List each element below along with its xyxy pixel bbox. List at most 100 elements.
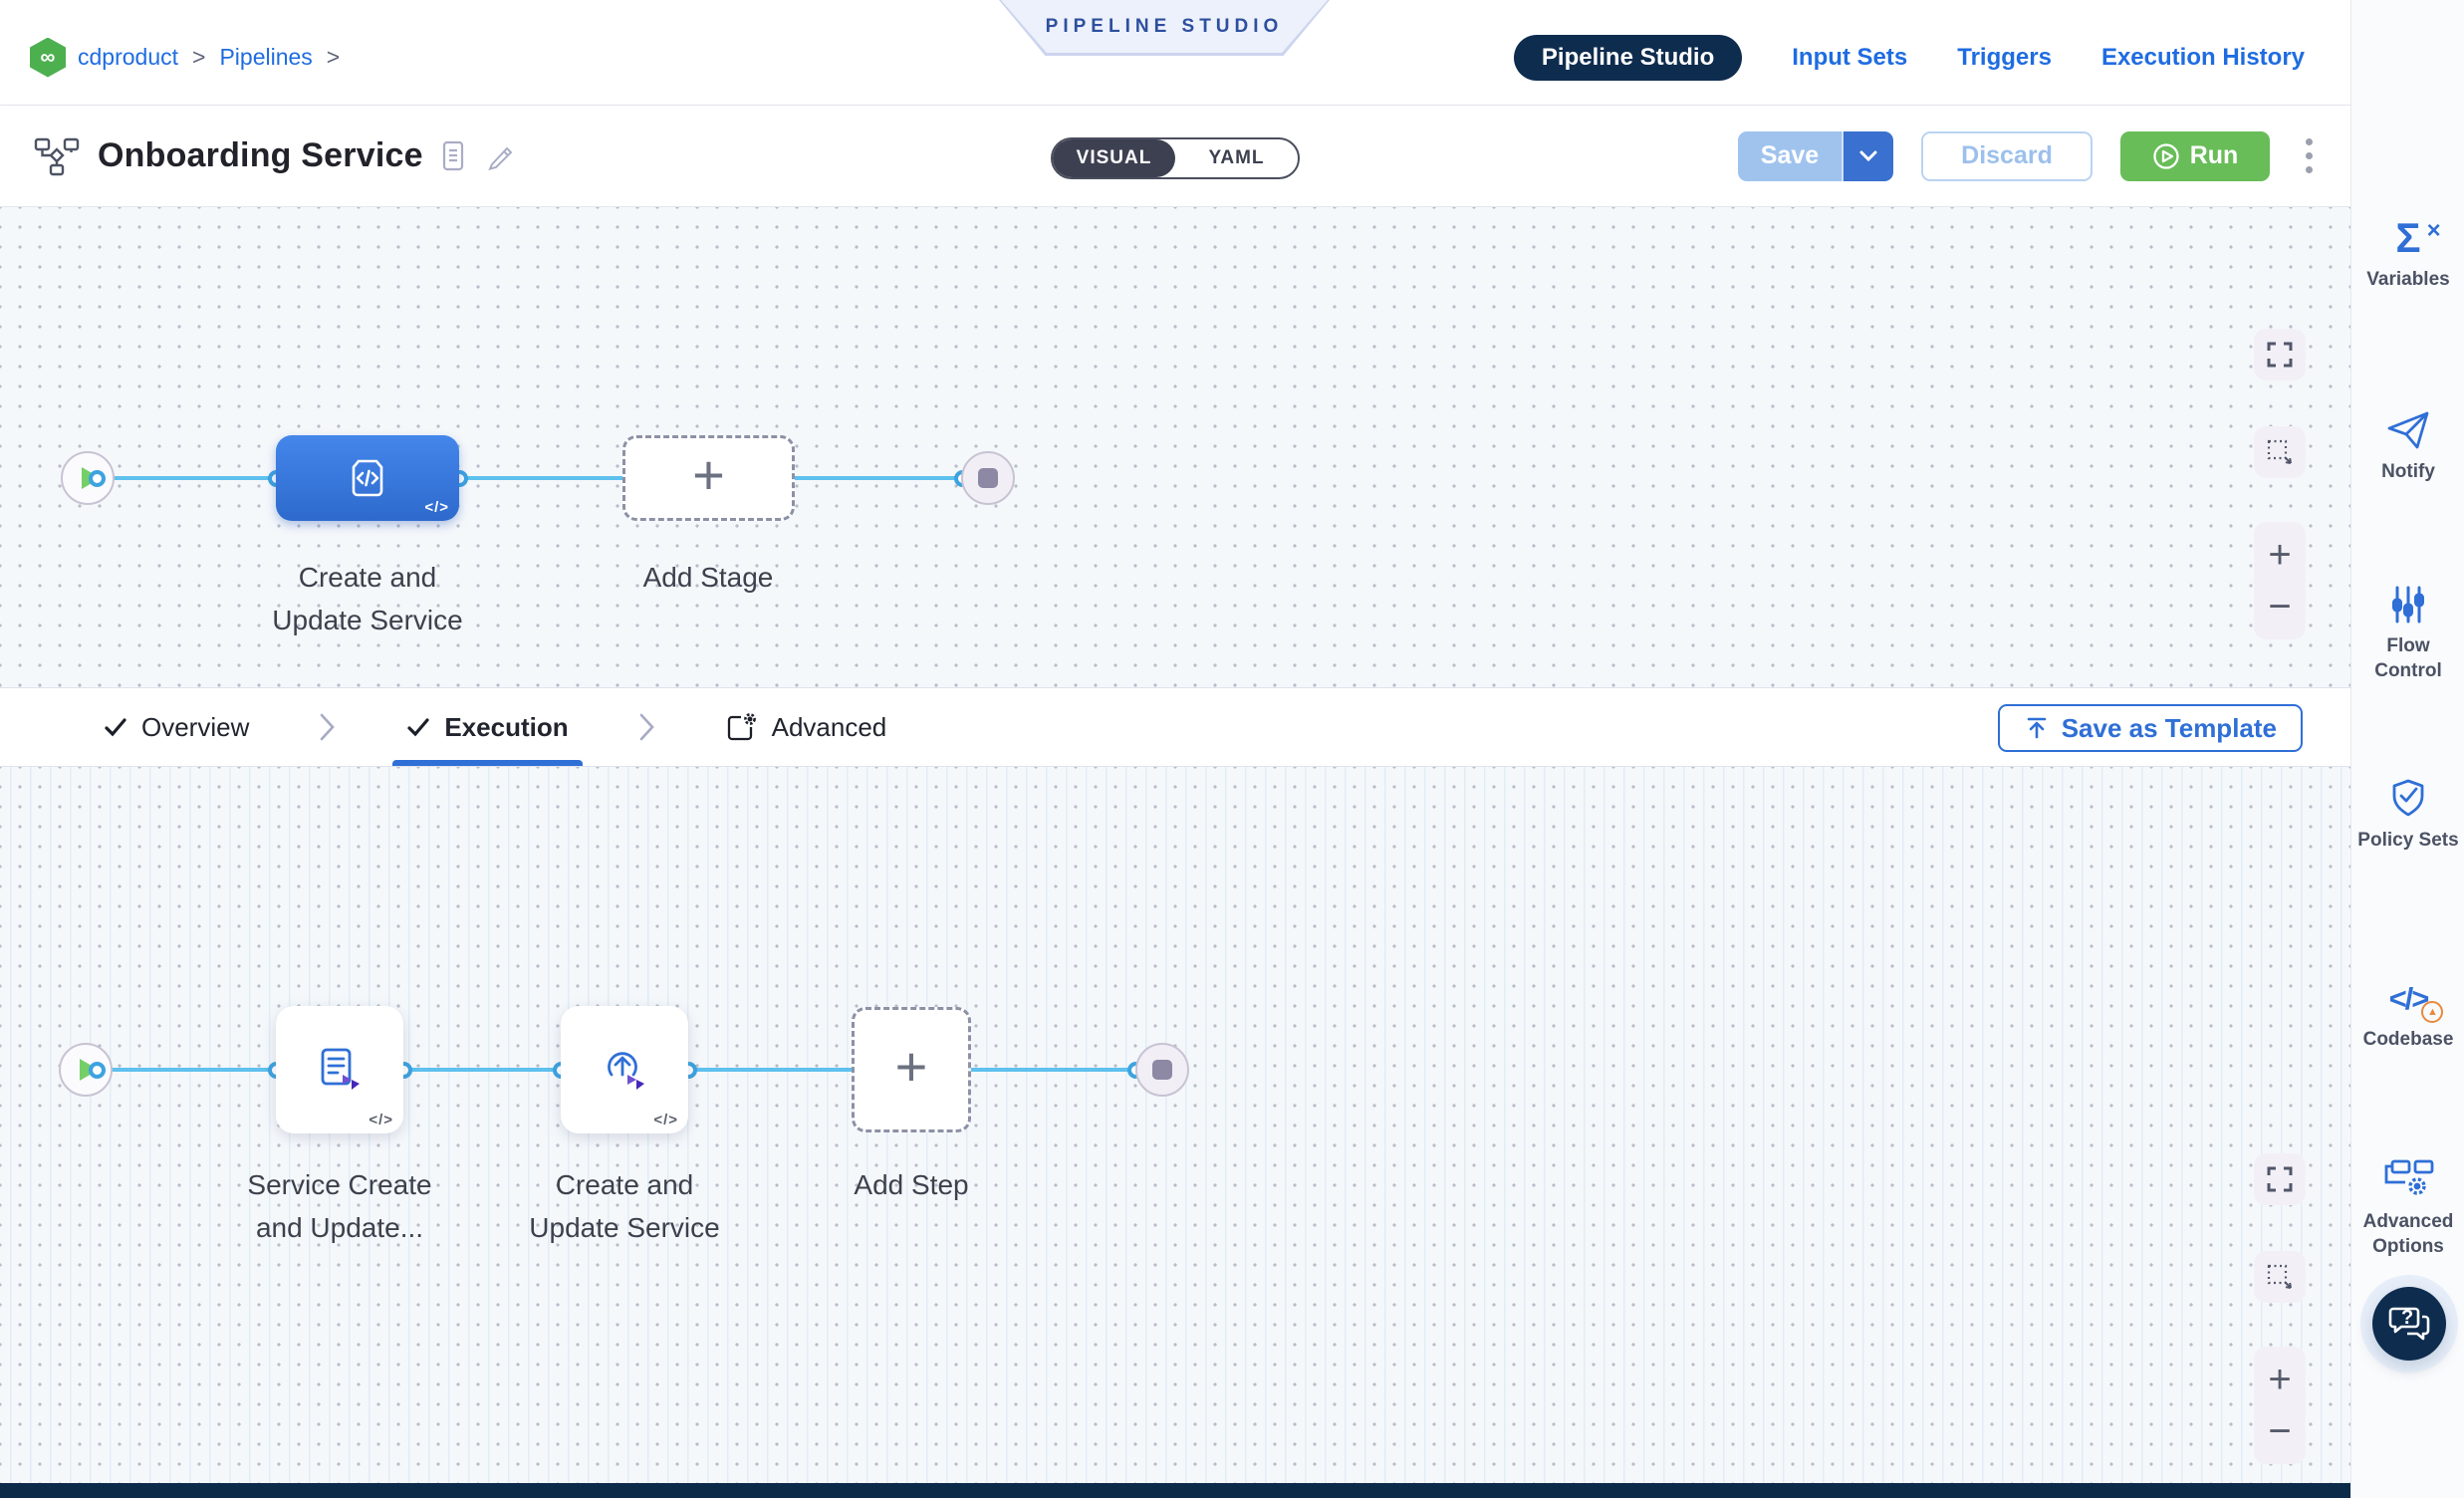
step-node-create-update-service[interactable]: </> [561, 1006, 688, 1133]
sidebar-item-codebase[interactable]: </> ▲ Codebase [2351, 971, 2464, 1052]
marquee-icon [2267, 439, 2292, 464]
step1-label: Service Create and Update... [247, 1169, 432, 1243]
breadcrumb-pipelines-link[interactable]: Pipelines [219, 44, 313, 70]
marquee-select-button[interactable] [2254, 426, 2306, 478]
breadcrumb-separator: > [326, 44, 341, 70]
codebase-warning-icon: ▲ [2421, 1001, 2444, 1023]
sidebar-item-variables[interactable]: Σ × Variables [2351, 211, 2464, 292]
title-group: Onboarding Service [34, 136, 517, 176]
play-circle-icon [2153, 142, 2179, 169]
infinity-glyph: ∞ [40, 45, 56, 69]
tab-chevron-icon [319, 712, 337, 742]
update-step-icon [608, 1052, 644, 1090]
tab-advanced[interactable]: Advanced [718, 688, 895, 766]
tab-execution-history[interactable]: Execution History [2100, 43, 2305, 71]
zoom-out-button[interactable]: − [2268, 585, 2292, 629]
execution-canvas: </> </> + Service Create a [0, 767, 2350, 1483]
pipeline-end-node [961, 451, 1015, 505]
stop-icon [978, 468, 998, 488]
step-code-badge: </> [653, 1112, 678, 1128]
execution-end-node [1135, 1043, 1189, 1097]
breadcrumb: ∞ cdproduct > Pipelines > [30, 37, 342, 78]
stage-node-create-update-service[interactable]: </> [276, 435, 459, 521]
fit-to-screen-button[interactable] [2254, 329, 2306, 380]
notify-paper-plane-icon [2351, 403, 2464, 451]
zoom-in-button[interactable]: + [2268, 532, 2292, 577]
fit-to-screen-button[interactable] [2254, 1153, 2306, 1205]
zoom-out-button[interactable]: − [2268, 1409, 2292, 1454]
pipeline-graph-icon [34, 136, 80, 176]
tab-triggers[interactable]: Triggers [1957, 43, 2052, 71]
zoom-controls: + − [2254, 522, 2306, 639]
edit-pencil-icon[interactable] [485, 140, 517, 172]
sidebar-item-policy-sets[interactable]: Policy Sets [2351, 772, 2464, 853]
tab-pipeline-studio[interactable]: Pipeline Studio [1513, 34, 1743, 81]
flow-control-sliders-icon [2351, 578, 2464, 625]
tab-input-sets[interactable]: Input Sets [1792, 43, 1908, 71]
right-sidebar: Σ × Variables Notify [2350, 0, 2464, 1498]
stage-canvas: </> + Create and Update Service Add Stag… [0, 207, 2350, 687]
advanced-options-icon [2351, 1153, 2464, 1201]
pipeline-header-row: Onboarding Service VISUAL YAML [0, 106, 2350, 207]
variables-sigma-icon: Σ × [2395, 214, 2441, 261]
save-as-template-button[interactable]: Save as Template [1997, 704, 2303, 752]
toggle-yaml[interactable]: YAML [1208, 147, 1265, 168]
page-title: Onboarding Service [98, 136, 423, 174]
header-actions: Save Discard Run [1738, 130, 2321, 181]
pipeline-studio-banner-label: PIPELINE STUDIO [1001, 0, 1328, 53]
pipeline-studio-banner: PIPELINE STUDIO [999, 0, 1330, 56]
run-button[interactable]: Run [2120, 130, 2270, 181]
step2-label: Create and Update Service [529, 1169, 720, 1243]
add-step-button[interactable]: + [852, 1007, 971, 1132]
connector-port [89, 1062, 106, 1079]
check-icon [105, 718, 126, 737]
policy-shield-check-icon [2351, 772, 2464, 820]
more-options-kebab[interactable] [2298, 132, 2321, 179]
upload-icon [2027, 717, 2046, 739]
save-options-caret[interactable] [1842, 130, 1893, 181]
fullscreen-icon [2267, 1166, 2293, 1192]
fullscreen-icon [2267, 342, 2293, 368]
chat-question-glyph: ? [2401, 1307, 2414, 1329]
marquee-select-button[interactable] [2254, 1251, 2306, 1303]
check-icon [407, 718, 429, 737]
cd-module-icon: ∞ [30, 37, 66, 78]
advanced-gear-square-icon [727, 713, 756, 741]
stage-code-badge: </> [424, 499, 449, 516]
description-doc-icon[interactable] [441, 140, 467, 172]
plus-icon: + [894, 1035, 928, 1098]
save-split-button: Save [1738, 130, 1893, 181]
add-step-label: Add Step [854, 1169, 969, 1200]
add-stage-label: Add Stage [642, 562, 774, 593]
visual-yaml-toggle: VISUAL YAML [1051, 137, 1300, 179]
sidebar-item-notify[interactable]: Notify [2351, 403, 2464, 484]
step-node-service-create-update[interactable]: </> [276, 1006, 403, 1133]
tab-execution[interactable]: Execution [392, 688, 583, 766]
sidebar-item-advanced-options[interactable]: Advanced Options [2351, 1153, 2464, 1259]
zoom-in-button[interactable]: + [2268, 1357, 2292, 1401]
stage-config-tabbar: Overview Execution [0, 687, 2350, 767]
connector-port [89, 470, 106, 487]
custom-stage-icon [352, 459, 383, 497]
run-label: Run [2189, 141, 2239, 169]
stage-connector-line [88, 476, 988, 480]
breadcrumb-separator: > [192, 44, 206, 70]
discard-button[interactable]: Discard [1921, 130, 2093, 181]
step-code-badge: </> [369, 1112, 393, 1128]
script-step-icon [321, 1048, 360, 1090]
stop-icon [1152, 1060, 1172, 1080]
pipeline-start-node [61, 451, 115, 505]
sidebar-item-flow-control[interactable]: Flow Control [2351, 578, 2464, 683]
top-navigation: Pipeline Studio Input Sets Triggers Exec… [1513, 34, 2321, 81]
tab-overview[interactable]: Overview [96, 688, 257, 766]
add-stage-button[interactable]: + [622, 435, 795, 521]
help-chat-button[interactable]: ? [2372, 1287, 2446, 1361]
chat-bubbles-icon [2388, 1307, 2430, 1341]
plus-icon: + [692, 443, 725, 506]
save-button[interactable]: Save [1738, 130, 1842, 181]
tab-chevron-icon [638, 712, 656, 742]
breadcrumb-project-link[interactable]: cdproduct [78, 44, 179, 70]
codebase-code-icon: </> ▲ [2351, 971, 2464, 1023]
toggle-visual[interactable]: VISUAL [1053, 139, 1175, 177]
